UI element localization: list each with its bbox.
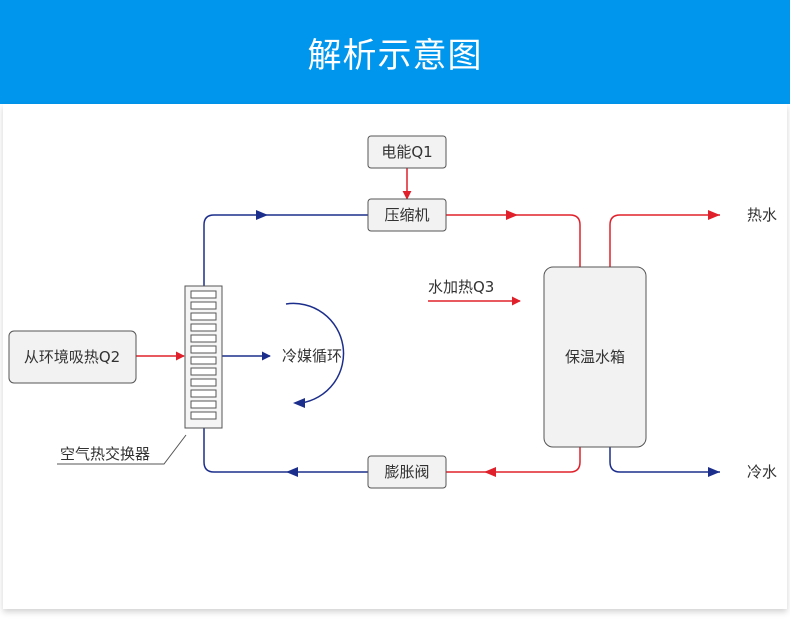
electric-energy-box (367, 135, 447, 169)
cold-water-line (609, 446, 720, 473)
refrigerant-arrow-top (256, 210, 268, 220)
compressor-to-tank-line (446, 214, 581, 268)
tank-to-valve-arrow (484, 467, 496, 477)
heat-exchanger-callout (57, 434, 187, 465)
heat-exchanger-label: 空气热交换器 (60, 445, 150, 463)
header-banner: 解析示意图 (0, 0, 790, 104)
tank-box (543, 266, 647, 448)
water-heating-label: 水加热Q3 (428, 278, 494, 296)
ambient-heat-label: 从环境吸热Q2 (24, 348, 120, 366)
refrigerant-line-top (203, 214, 368, 286)
compressor-label: 压缩机 (384, 206, 429, 224)
refrigerant-cycle-arrow (293, 398, 305, 408)
expansion-valve-label: 膨胀阀 (384, 463, 429, 481)
tank-label: 保温水箱 (565, 348, 625, 366)
compressor-to-tank-arrow (506, 210, 518, 220)
refrigerant-cycle-label: 冷媒循环 (282, 347, 342, 365)
refrigerant-cycle-arc (285, 302, 345, 404)
cold-water-label: 冷水 (747, 463, 777, 481)
hot-water-label: 热水 (747, 206, 777, 224)
ambient-heat-box (8, 330, 137, 384)
cold-water-arrow (708, 467, 720, 477)
refrigerant-line-bottom (203, 428, 368, 473)
heat-exchanger (184, 285, 223, 429)
refrigerant-arrow-bottom (286, 467, 298, 477)
compressor-box (367, 198, 447, 232)
electric-energy-label: 电能Q1 (381, 143, 432, 161)
tank-to-valve-line (446, 446, 581, 473)
expansion-valve-box (367, 455, 447, 489)
hot-water-line (609, 214, 720, 268)
page-title: 解析示意图 (307, 35, 483, 76)
hot-water-arrow (708, 210, 720, 220)
